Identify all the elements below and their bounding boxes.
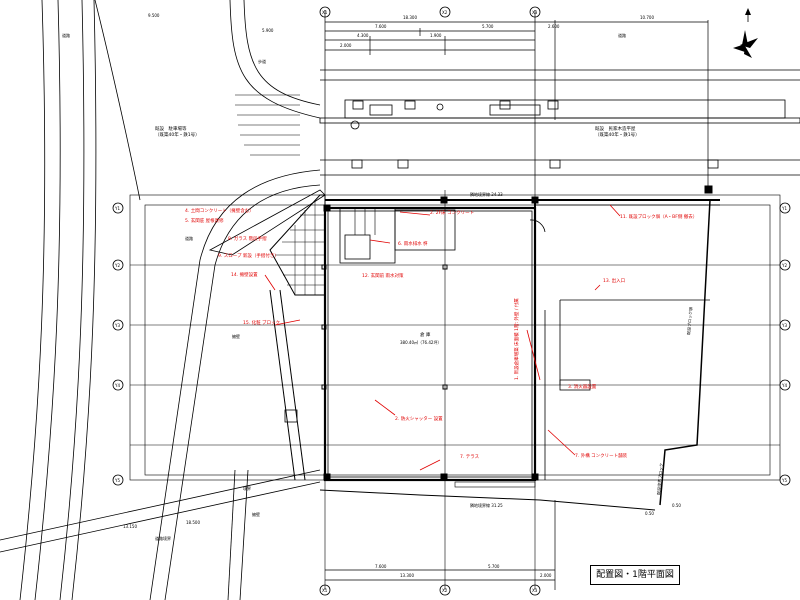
label-north-road: 道路 (618, 32, 626, 38)
dim-bottom-a: 7.600 (375, 564, 387, 569)
boundary-lines (269, 199, 711, 511)
label-north-lot: 既設 駐車場等（既築40年・鉄1号） (155, 125, 200, 138)
grid-y3-left: Y3 (114, 323, 120, 328)
room-area: 380.40㎡（76.42坪） (400, 339, 441, 345)
dim-small-b: 0.50 (672, 503, 681, 508)
dim-top-e: 1.900 (430, 33, 442, 38)
stair-hatch (208, 189, 326, 296)
red-leaders (264, 204, 621, 471)
note-7: 7. 外構 コンクリート舗装 (575, 452, 628, 459)
grid-x3-bottom: X3 (532, 588, 538, 593)
label-road-br: 境界 (243, 485, 251, 491)
note-extra-12: 7. テラス (460, 454, 480, 460)
dim-top-f: 2.000 (340, 43, 352, 48)
grid-x1-top: X1 (322, 10, 328, 15)
building (321, 185, 720, 482)
label-road-mid: 歩道 (258, 58, 266, 64)
label-boundary-top: 隣地境界線 24.33 (470, 191, 503, 197)
dim-road-width: 5.900 (262, 28, 274, 33)
bottom-dimensions (325, 500, 556, 590)
dim-bottom-c: 2.000 (540, 573, 552, 578)
label-road-bl: 道路境界 (155, 535, 171, 541)
note-extra-1: 4. 土間コンクリート（擁壁含む） (185, 207, 254, 214)
grid-y4-left: Y4 (114, 383, 120, 388)
label-boundary-bottom: 隣地境界線 31.25 (470, 502, 503, 508)
note-extra-3: 8. ガラス 階段手摺 (228, 235, 267, 242)
grid-y3-right: Y3 (781, 323, 787, 328)
note-extra-9: 11. 既設ブロック塀（A・BF側 撤去） (620, 213, 697, 220)
label-road-left: 道路 (62, 32, 70, 38)
dim-bl-road: 13.150 (123, 524, 137, 529)
grid-x2-top: X2 (442, 10, 448, 15)
grid-y5-left: Y5 (114, 478, 120, 483)
label-east-lot: 既設 民家木造平屋（既築40年・鉄1号） (595, 125, 640, 138)
north-arrow-icon (733, 8, 758, 58)
note-extra-7: 6. 雨水排水 桝 (398, 240, 428, 247)
grid-x1-bottom: X1 (322, 588, 328, 593)
grid-x3-top: X3 (532, 10, 538, 15)
dim-top-a: 7.600 (375, 24, 387, 29)
note-extra-4: 9. スロープ 新設（手摺付き） (218, 252, 279, 259)
note-1: 1. 新設倉庫増築 床面積 1階: 外壁 / 付属 (513, 298, 520, 380)
label-left-bank: 擁壁 (232, 333, 240, 339)
dim-left-road: 9.500 (148, 13, 160, 18)
dim-top-d: 4.300 (357, 33, 369, 38)
dim-small-a: 0.50 (645, 511, 654, 516)
dim-top-total: 18.300 (403, 15, 417, 20)
grid-x2-bottom: X2 (442, 588, 448, 593)
grid-y1-left: Y1 (114, 206, 120, 211)
road-curves (0, 0, 321, 600)
label-east-fence2: 既設境界ブロック (655, 463, 664, 495)
grid-y4-right: Y4 (781, 383, 787, 388)
dim-bottom-total: 13.300 (400, 573, 414, 578)
note-extra-8: 12. 玄関前 雨水対策 (362, 272, 404, 279)
label-road-small: 道路 (185, 235, 193, 241)
note-extra-13: 2. 防火シャッター 設置 (395, 415, 443, 422)
grid-y2-left: Y2 (114, 263, 120, 268)
dim-top-c: 2.600 (548, 24, 560, 29)
note-extra-10: 13. 出入口 (603, 277, 625, 284)
drawing-title: 配置図・1階平面図 (590, 565, 680, 585)
dim-top-right: 10.700 (640, 15, 654, 20)
dim-top-b: 5.700 (482, 24, 494, 29)
note-15: 15. 化粧 ブロック (243, 319, 280, 326)
grid-y1-right: Y1 (781, 206, 787, 211)
note-extra-5: 14. 擁壁設置 (231, 271, 258, 278)
north-wall-row (319, 99, 800, 169)
note-extra-2: 5. 玄関庇 屋根改修 (185, 217, 224, 224)
dim-bl-road2: 18.500 (186, 520, 200, 525)
grid-bubbles (112, 6, 791, 596)
note-extra-6: 2. 2F床 コンクリート (430, 209, 474, 216)
note-extra-11: 3. 消火器設置 (568, 383, 597, 390)
grid-y2-right: Y2 (781, 263, 787, 268)
parking-hatch (235, 94, 300, 156)
label-east-fence: 既設ブロック塀 (685, 307, 693, 335)
dim-bottom-b: 5.700 (488, 564, 500, 569)
label-left-bank2: 擁壁 (252, 511, 260, 517)
grid-y5-right: Y5 (781, 478, 787, 483)
room-name: 倉 庫 (420, 331, 431, 338)
